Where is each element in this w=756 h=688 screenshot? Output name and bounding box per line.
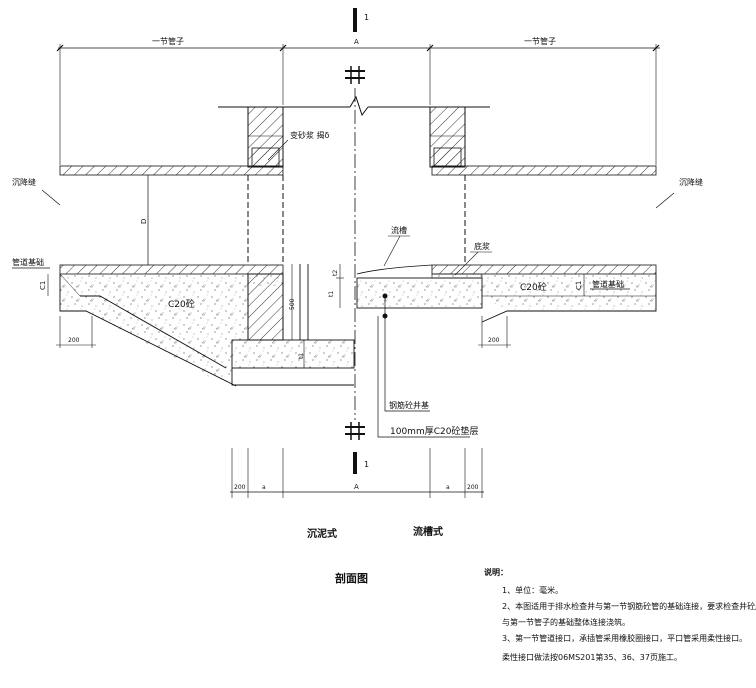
callout-backfill: 底浆 — [454, 241, 492, 276]
note-5: 柔性接口做法按06MS201第35、36、37页施工。 — [502, 652, 682, 662]
flow-trough-line — [356, 264, 433, 275]
bottom-dimension: 200 a A a 200 — [230, 448, 484, 498]
label-200-left: 200 — [68, 337, 80, 344]
settlement-joint-right: 沉降缝 — [655, 177, 703, 209]
pipe-right — [431, 165, 657, 275]
dim-A-top: A — [354, 38, 359, 46]
dim-t1-t2-right: t2 t1 — [328, 264, 344, 308]
break-symbol-top — [345, 66, 365, 84]
dim-pipe-right: 一节管子 — [524, 36, 556, 46]
callout-flow-trough: 流槽 — [383, 225, 410, 267]
dim-200-left: 200 — [56, 316, 96, 348]
section-mark-bottom: 1 — [353, 452, 369, 474]
pipe-foundation-right: 管道基础 — [590, 279, 630, 290]
center-base-slab — [356, 273, 483, 309]
note-4: 3、第一节管道接口，承插管采用橡胶圈接口，平口管采用柔性接口。 — [502, 633, 747, 643]
label-flow-trough: 流槽 — [391, 225, 407, 235]
top-dimension: 一节管子 A 一节管子 — [56, 36, 660, 165]
c20-base-left — [59, 273, 283, 387]
label-settle-left: 沉降缝 — [12, 177, 36, 187]
manhole-wall-left — [247, 106, 284, 341]
label-A-bottom: A — [354, 483, 359, 491]
dim-t1: t1 — [298, 340, 305, 368]
label-c20-left: C20砼 — [168, 298, 195, 310]
label-backfill: 底浆 — [474, 241, 490, 251]
c20-base-right — [481, 274, 657, 323]
dim-pipe-left: 一节管子 — [152, 36, 184, 46]
label-500: 500 — [289, 298, 296, 310]
pipe-foundation-left: 管道基础 — [12, 257, 50, 269]
break-symbol-bottom — [345, 422, 365, 440]
label-a-left: a — [262, 484, 266, 491]
note-1: 1、单位：毫米。 — [502, 585, 563, 595]
note-2: 2、本图适用于排水检查井与第一节钢筋砼管的基础连接，要求检查井砼底板 — [502, 601, 756, 611]
manhole-footing — [231, 264, 355, 386]
label-C1-right: C1 — [575, 281, 583, 290]
label-mortar: 变砂浆 揭δ — [290, 130, 330, 140]
label-sink-type: 沉泥式 — [307, 527, 337, 540]
section-mark-top: 1 — [353, 8, 369, 32]
label-a-right: a — [446, 484, 450, 491]
manhole-wall-right — [429, 106, 466, 265]
label-settle-right: 沉降缝 — [679, 177, 703, 187]
notes-heading: 说明： — [484, 567, 508, 577]
pipe-left — [59, 165, 284, 275]
settlement-joint-left: 沉降缝 — [12, 177, 61, 206]
label-D: D — [140, 219, 148, 224]
label-200-br: 200 — [467, 484, 479, 491]
callout-rc-base: 钢筋砼井基 100mm厚C20砼垫层 — [377, 293, 478, 438]
dim-200-right: 200 — [478, 316, 511, 348]
drawing-title: 剖面图 — [335, 571, 368, 585]
label-foundation-right: 管道基础 — [592, 279, 624, 289]
callout-mortar: 变砂浆 揭δ — [267, 130, 330, 161]
label-t1-footing: t1 — [298, 353, 305, 359]
label-rc-base: 钢筋砼井基 — [389, 400, 429, 410]
dim-500: 500 — [289, 264, 296, 340]
label-cushion: 100mm厚C20砼垫层 — [390, 425, 478, 437]
label-t2: t2 — [332, 270, 339, 276]
note-3: 与第一节管子的基础整体连接浇筑。 — [502, 617, 630, 627]
label-200-bl: 200 — [234, 484, 246, 491]
section-mark-bottom-label: 1 — [364, 460, 369, 469]
diameter-dim: D — [140, 175, 149, 265]
ground-line — [218, 95, 490, 117]
label-trough-type: 流槽式 — [413, 525, 443, 538]
label-200-right: 200 — [488, 337, 500, 344]
label-foundation-left: 管道基础 — [12, 257, 44, 267]
label-c20-right: C20砼 — [520, 281, 547, 293]
c1-dim-right: C1 — [575, 274, 585, 296]
notes-block: 说明： 1、单位：毫米。 2、本图适用于排水检查井与第一节钢筋砼管的基础连接，要… — [484, 567, 756, 662]
section-mark-top-label: 1 — [364, 13, 369, 22]
c1-dim-left: C1 — [39, 274, 49, 296]
label-C1-left: C1 — [39, 281, 47, 290]
label-t1-slab: t1 — [328, 291, 335, 297]
